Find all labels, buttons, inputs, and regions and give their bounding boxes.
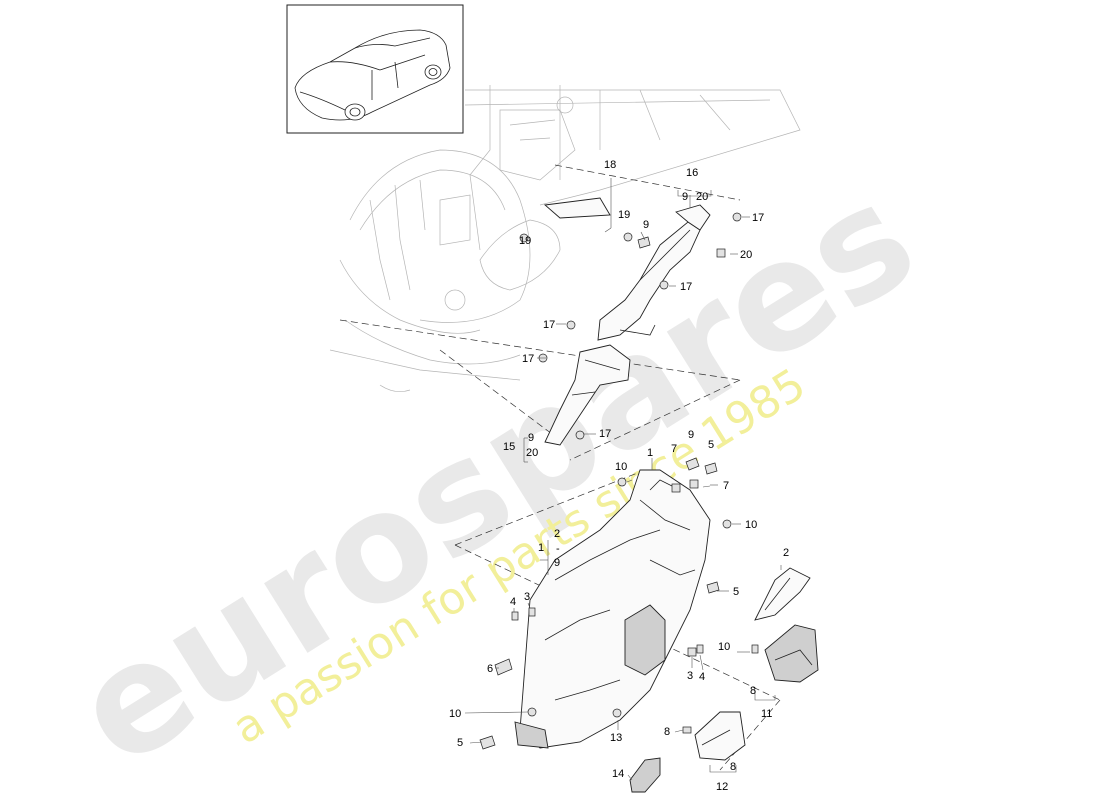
callout-8c: 8 <box>730 761 736 773</box>
callout-1-range-dash: - <box>556 543 560 555</box>
callout-16: 16 <box>686 167 698 179</box>
callout-15-9: 9 <box>528 432 534 444</box>
callout-7b: 7 <box>723 480 729 492</box>
callout-8b: 8 <box>664 726 670 738</box>
callout-17a: 17 <box>752 212 764 224</box>
callout-4a: 4 <box>510 596 516 608</box>
callout-17c: 17 <box>543 319 555 331</box>
callout-5b: 5 <box>733 586 739 598</box>
callout-7a: 7 <box>671 443 677 455</box>
body-structure-outline <box>329 85 801 392</box>
callout-19a: 19 <box>618 209 630 221</box>
leader-lines <box>339 164 781 771</box>
callout-16-9: 9 <box>682 191 688 203</box>
callout-15: 15 <box>503 441 515 453</box>
upper-pillar-bracket <box>543 197 711 341</box>
vehicle-thumbnail <box>286 4 464 134</box>
callout-17e: 17 <box>599 428 611 440</box>
callout-13: 13 <box>610 732 622 744</box>
callout-10c: 10 <box>718 641 730 653</box>
callout-3a: 3 <box>524 591 530 603</box>
callout-15-20: 20 <box>526 447 538 459</box>
callout-4b: 4 <box>699 671 705 683</box>
callout-9c: 9 <box>643 219 649 231</box>
callout-17b: 17 <box>680 281 692 293</box>
callout-9a: 9 <box>688 429 694 441</box>
callout-1-range-bot: 9 <box>554 557 560 569</box>
callout-8a: 8 <box>750 685 756 697</box>
callout-6: 6 <box>487 663 493 675</box>
car-icon <box>294 29 451 121</box>
callout-5a: 5 <box>708 439 714 451</box>
callout-12: 12 <box>716 781 728 793</box>
fasteners <box>479 212 759 750</box>
callout-18: 18 <box>604 159 616 171</box>
callout-10d: 10 <box>449 708 461 720</box>
callout-labels: 18 16 9 20 19 19 9 17 20 17 17 17 17 15 … <box>449 159 789 793</box>
callout-16-20: 20 <box>696 191 708 203</box>
trim-piece-2 <box>754 567 811 621</box>
callout-leaders <box>523 178 782 773</box>
callout-10b: 10 <box>745 519 757 531</box>
label-leaders <box>464 231 750 781</box>
main-trim-panel <box>514 469 711 749</box>
callout-10a: 10 <box>615 461 627 473</box>
watermark-brand: eurospares <box>47 150 944 800</box>
lower-pillar-bracket <box>544 344 631 446</box>
callout-11: 11 <box>761 708 772 720</box>
cover-11 <box>764 624 819 683</box>
callout-19b: 19 <box>519 235 531 247</box>
callout-5c: 5 <box>457 737 463 749</box>
callout-17d: 17 <box>522 353 534 365</box>
callout-1-range-top: 2 <box>554 528 560 540</box>
callout-3b: 3 <box>687 670 693 682</box>
callout-2: 2 <box>783 547 789 559</box>
cover-12 <box>694 711 746 761</box>
cap-14 <box>629 757 661 793</box>
callout-14: 14 <box>612 768 624 780</box>
callout-1-bracket: 1 <box>538 542 544 554</box>
callout-20: 20 <box>740 249 752 261</box>
watermark: eurospares a passion for parts since 198… <box>47 150 944 800</box>
callout-1: 1 <box>647 447 653 459</box>
